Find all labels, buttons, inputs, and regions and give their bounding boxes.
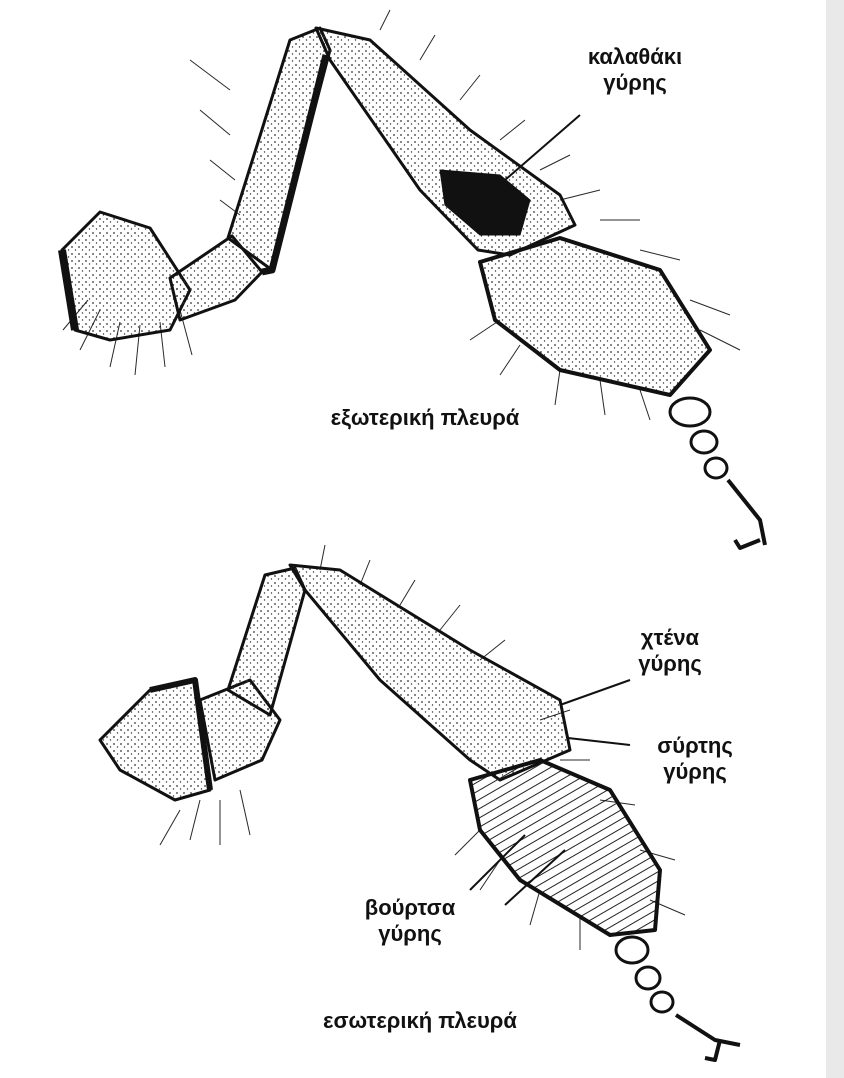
bottom-tibia	[290, 565, 570, 780]
bottom-basitarsus	[470, 760, 660, 935]
pollen-press-label: σύρτης γύρης	[625, 733, 765, 785]
top-tibia	[316, 28, 575, 255]
top-tarsus-2	[691, 431, 717, 453]
pollen-basket-label: καλαθάκι γύρης	[565, 44, 705, 96]
leader-pollen-press	[568, 738, 630, 745]
leader-pollen-basket	[505, 115, 580, 180]
pollen-press-label-line1: σύρτης	[625, 733, 765, 759]
top-basitarsus	[480, 238, 710, 395]
pollen-comb-label-line2: γύρης	[615, 651, 725, 677]
pollen-brush-label-line1: βούρτσα	[335, 895, 485, 921]
bottom-coxa	[100, 680, 210, 800]
pollen-brush-label-line2: γύρης	[335, 921, 485, 947]
bottom-tarsus-2	[636, 967, 660, 989]
leader-pollen-comb	[560, 680, 630, 705]
bottom-femur	[228, 568, 305, 715]
pollen-press-label-line2: γύρης	[625, 759, 765, 785]
scan-patch-2	[124, 904, 150, 934]
outer-side-caption: εξωτερική πλευρά	[265, 405, 585, 431]
bottom-claw	[676, 1015, 740, 1060]
scan-patch-1	[172, 420, 196, 450]
pollen-comb-label-line1: χτένα	[615, 625, 725, 651]
pollen-basket-label-line2: γύρης	[565, 70, 705, 96]
pollen-comb-label: χτένα γύρης	[615, 625, 725, 677]
bottom-tarsus-3	[651, 992, 673, 1012]
pollen-brush-label: βούρτσα γύρης	[335, 895, 485, 947]
pollen-basket-label-line1: καλαθάκι	[565, 44, 705, 70]
top-claw	[728, 480, 765, 548]
page-edge-shadow	[826, 0, 844, 1078]
bottom-leg	[100, 545, 740, 1060]
top-tarsus-3	[705, 458, 727, 478]
bottom-tarsus-1	[616, 937, 648, 963]
inner-side-caption: εσωτερική πλευρά	[260, 1008, 580, 1034]
top-tarsus-1	[670, 398, 710, 426]
